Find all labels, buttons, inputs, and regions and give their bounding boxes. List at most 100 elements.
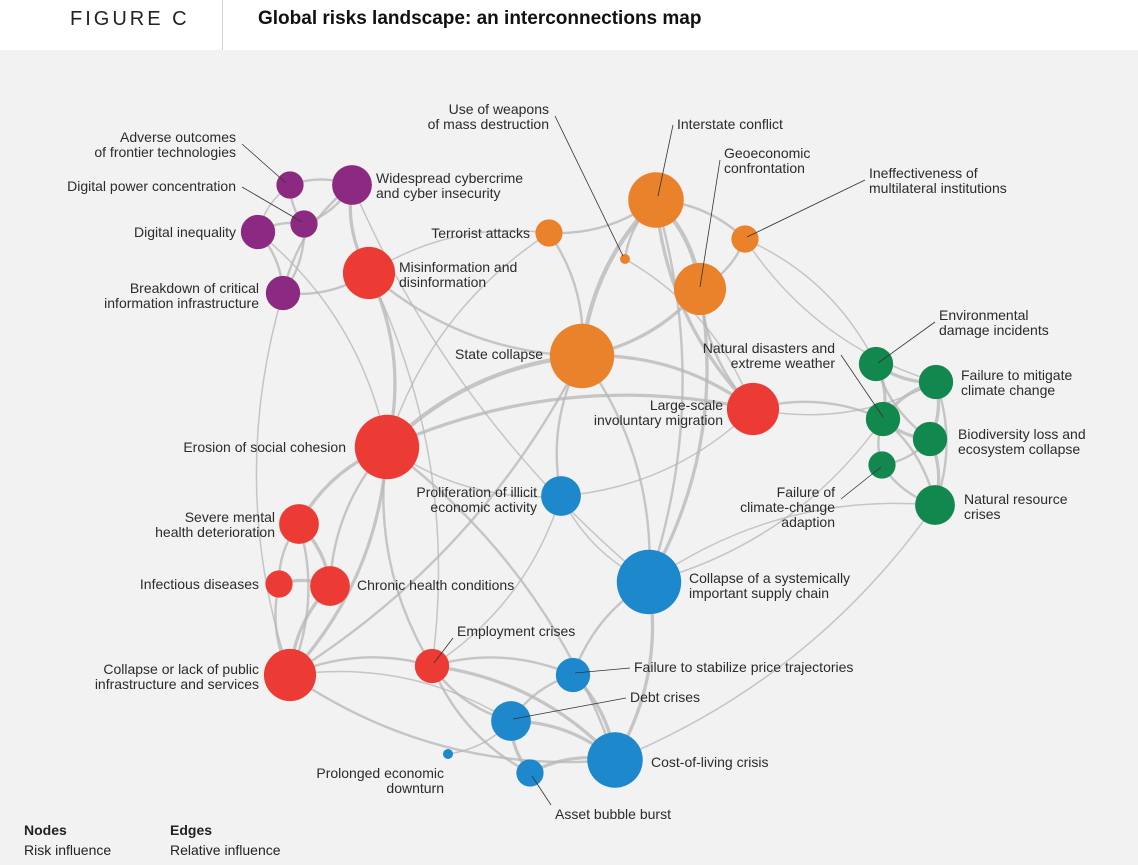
leader-envdamage bbox=[877, 321, 936, 364]
label-envdamage-line: damage incidents bbox=[939, 322, 1049, 338]
node-publicinfra[interactable] bbox=[263, 648, 317, 702]
node-debt[interactable] bbox=[491, 701, 531, 741]
node-mental[interactable] bbox=[279, 504, 319, 544]
edge-multilateral-envdamage bbox=[744, 238, 877, 365]
leader-disasters bbox=[840, 354, 884, 418]
node-disasters[interactable] bbox=[865, 401, 901, 437]
node-misinfo[interactable] bbox=[342, 246, 396, 300]
label-infectious-line: Infectious diseases bbox=[140, 576, 259, 592]
label-disasters-line: Natural disasters and bbox=[703, 340, 835, 356]
node-supplychain[interactable] bbox=[616, 549, 682, 615]
node-bubble[interactable] bbox=[516, 759, 544, 787]
edge-illicit-employment bbox=[431, 495, 562, 667]
node-chronic[interactable] bbox=[310, 566, 350, 606]
label-chronic-line: Chronic health conditions bbox=[357, 577, 514, 593]
label-interstate: Interstate conflict bbox=[677, 116, 783, 132]
leader-debt bbox=[512, 697, 627, 720]
label-migration-line: Large-scale bbox=[650, 397, 723, 413]
leader-adaption bbox=[840, 466, 882, 500]
node-geoeco[interactable] bbox=[673, 262, 727, 316]
node-infobreak[interactable] bbox=[265, 275, 301, 311]
node-adaption[interactable] bbox=[868, 451, 896, 479]
label-multilateral-line: multilateral institutions bbox=[869, 180, 1007, 196]
edge-employment-price bbox=[431, 656, 574, 677]
label-mental-line: Severe mental bbox=[185, 509, 275, 525]
label-adaption-line: adaption bbox=[781, 514, 835, 530]
node-biodiversity[interactable] bbox=[912, 421, 948, 457]
node-downturn[interactable] bbox=[443, 749, 453, 759]
leader-employment bbox=[433, 637, 454, 664]
label-publicinfra-line: Collapse or lack of public bbox=[103, 661, 259, 677]
label-disasters-line: extreme weather bbox=[731, 355, 836, 371]
node-interstate[interactable] bbox=[628, 172, 684, 228]
edge-resource-costliving bbox=[614, 504, 936, 761]
edge-multilateral-mitigate bbox=[744, 238, 937, 383]
leader-multilateral bbox=[746, 179, 866, 238]
label-geoeco-line: confrontation bbox=[724, 160, 805, 176]
edge-employment-bubble bbox=[430, 665, 531, 775]
node-cohesion[interactable] bbox=[354, 414, 420, 480]
node-illicit[interactable] bbox=[541, 476, 581, 516]
node-cyber[interactable] bbox=[332, 165, 372, 205]
edge-supplychain-statecollapse bbox=[581, 355, 651, 583]
edge-debt-publicinfra bbox=[289, 670, 512, 722]
label-bubble: Asset bubble burst bbox=[555, 806, 671, 822]
node-multilateral[interactable] bbox=[731, 225, 759, 253]
figure-label: FIGURE C bbox=[70, 8, 190, 30]
label-wmd-line: of mass destruction bbox=[428, 116, 549, 132]
node-price[interactable] bbox=[555, 657, 591, 693]
label-employment-line: Employment crises bbox=[457, 623, 575, 639]
node-migration[interactable] bbox=[726, 382, 780, 436]
node-envdamage[interactable] bbox=[858, 346, 894, 382]
edge-infobreak-publicinfra bbox=[255, 292, 291, 676]
node-terrorist[interactable] bbox=[535, 219, 563, 247]
edge-terrorist-cohesion bbox=[386, 232, 550, 448]
label-cyber-line: Widespread cybercrime bbox=[376, 170, 523, 186]
node-wmd[interactable] bbox=[620, 254, 630, 264]
edge-migration-cohesion bbox=[386, 393, 754, 449]
header-divider bbox=[222, 0, 223, 50]
node-infectious[interactable] bbox=[265, 570, 293, 598]
node-employment[interactable] bbox=[414, 648, 450, 684]
node-diginequality[interactable] bbox=[240, 214, 276, 250]
legend-edges: Edges Relative influence bbox=[170, 822, 281, 858]
edge-interstate-migration bbox=[654, 199, 755, 411]
leader-frontier bbox=[241, 143, 287, 184]
label-infectious: Infectious diseases bbox=[140, 576, 259, 592]
node-statecollapse[interactable] bbox=[549, 323, 615, 389]
label-multilateral-line: Ineffectiveness of bbox=[869, 165, 978, 181]
label-illicit-line: economic activity bbox=[430, 499, 537, 515]
node-digpower[interactable] bbox=[290, 210, 318, 238]
figure-header: FIGURE C Global risks landscape: an inte… bbox=[0, 0, 1138, 50]
label-price: Failure to stabilize price trajectories bbox=[634, 659, 853, 675]
label-bubble-line: Asset bubble burst bbox=[555, 806, 671, 822]
node-mitigate[interactable] bbox=[918, 364, 954, 400]
leader-bubble bbox=[531, 775, 552, 806]
node-frontier[interactable] bbox=[276, 171, 304, 199]
label-illicit-line: Proliferation of illicit bbox=[416, 484, 537, 500]
edge-misinfo-employment bbox=[368, 272, 440, 667]
node-resource[interactable] bbox=[915, 485, 955, 525]
label-debt: Debt crises bbox=[630, 689, 700, 705]
label-cohesion: Erosion of social cohesion bbox=[183, 439, 346, 455]
label-supplychain-line: Collapse of a systemically bbox=[689, 570, 850, 586]
edge-cohesion-publicinfra bbox=[288, 446, 389, 677]
node-costliving[interactable] bbox=[587, 732, 643, 788]
label-downturn-line: Prolonged economic bbox=[316, 765, 444, 781]
label-costliving: Cost-of-living crisis bbox=[651, 754, 768, 770]
label-mental-line: health deterioration bbox=[155, 524, 275, 540]
legend-nodes: Nodes Risk influence bbox=[24, 822, 111, 858]
label-debt-line: Debt crises bbox=[630, 689, 700, 705]
